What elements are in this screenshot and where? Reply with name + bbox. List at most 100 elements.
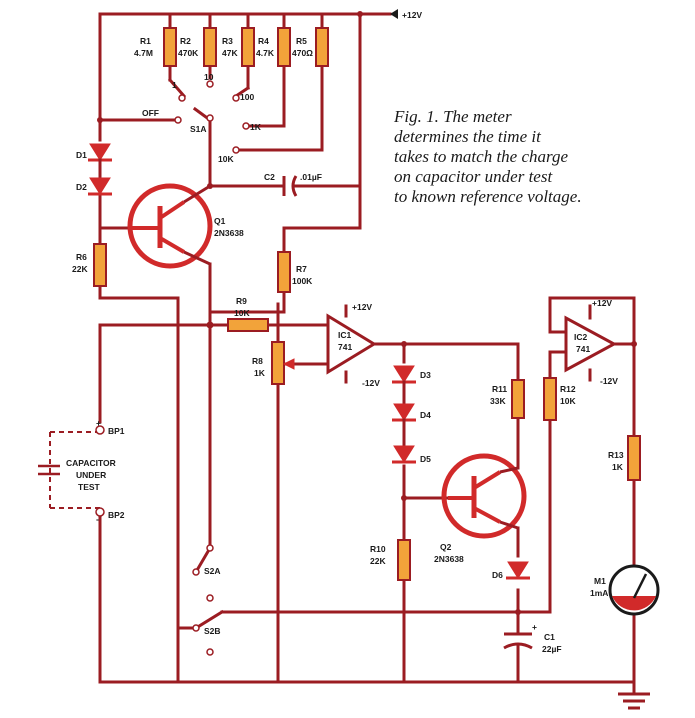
d4-ref: D4 xyxy=(420,410,431,420)
resistor-r9 xyxy=(227,318,269,332)
bp2-minus: - xyxy=(96,514,99,524)
caption-line1: Fig. 1. The meter xyxy=(393,107,512,126)
r8-wiper-arrow xyxy=(282,358,295,370)
r12-ref: R12 xyxy=(560,384,576,394)
r12-value: 10K xyxy=(560,396,576,406)
c1-value: 22µF xyxy=(542,644,562,654)
r13-ref: R13 xyxy=(608,450,624,460)
diode-d1 xyxy=(88,143,112,178)
q2-type: 2N3638 xyxy=(434,554,464,564)
s2b-label: S2B xyxy=(204,626,221,636)
resistor-r4 xyxy=(277,27,291,67)
s1a-pos10: 10 xyxy=(204,72,214,82)
ic1-minus-supply: -12V xyxy=(362,378,380,388)
q1-type: 2N3638 xyxy=(214,228,244,238)
caption-line5: to known reference voltage. xyxy=(394,187,582,206)
r7-ref: R7 xyxy=(296,264,307,274)
r10-ref: R10 xyxy=(370,544,386,554)
meter-m1 xyxy=(608,564,660,616)
r10-value: 22K xyxy=(370,556,386,566)
c2-value: .01µF xyxy=(300,172,322,182)
s2a-label: S2A xyxy=(204,566,221,576)
bp2-terminal xyxy=(95,507,105,517)
r8-ref: R8 xyxy=(252,356,263,366)
ic1-plus-supply: +12V xyxy=(352,302,372,312)
diode-d6 xyxy=(506,561,530,580)
ic2-type: 741 xyxy=(576,344,590,354)
r13-value: 1K xyxy=(612,462,624,472)
r9-ref: R9 xyxy=(236,296,247,306)
ic1-ref: IC1 xyxy=(338,330,352,340)
d5-ref: D5 xyxy=(420,454,431,464)
r1-ref: R1 xyxy=(140,36,151,46)
r9-value: 10K xyxy=(234,308,250,318)
bp2-ref: BP2 xyxy=(108,510,125,520)
resistor-r6 xyxy=(93,243,107,287)
caption-line2: determines the time it xyxy=(394,127,542,146)
bp1-terminal xyxy=(95,425,105,435)
r8-value: 1K xyxy=(254,368,266,378)
bp1-ref: BP1 xyxy=(108,426,125,436)
resistor-r2 xyxy=(203,27,217,67)
opamp-ic1 xyxy=(326,313,377,375)
r3-value: 47K xyxy=(222,48,238,58)
capacitor-c1 xyxy=(503,632,533,650)
bp1-plus: + xyxy=(96,418,101,428)
supply-arrow-icon xyxy=(390,9,398,19)
r11-ref: R11 xyxy=(492,384,507,394)
r3-ref: R3 xyxy=(222,36,233,46)
d1-ref: D1 xyxy=(76,150,87,160)
r4-value: 4.7K xyxy=(256,48,275,58)
r5-value: 470Ω xyxy=(292,48,313,58)
r7-value: 100K xyxy=(292,276,313,286)
r6-ref: R6 xyxy=(76,252,87,262)
transistor-q2 xyxy=(441,453,527,539)
s1a-off: OFF xyxy=(142,108,159,118)
cut-line3: TEST xyxy=(78,482,101,492)
r2-value: 470K xyxy=(178,48,199,58)
cut-line1: CAPACITOR xyxy=(66,458,116,468)
ic2-ref: IC2 xyxy=(574,332,588,342)
d3-ref: D3 xyxy=(420,370,431,380)
m1-ref: M1 xyxy=(594,576,606,586)
c1-ref: C1 xyxy=(544,632,555,642)
cut-dashed-box xyxy=(38,431,100,509)
resistor-r7 xyxy=(277,251,291,293)
resistor-r5 xyxy=(315,27,329,67)
resistor-r12 xyxy=(543,377,557,421)
cut-line2: UNDER xyxy=(76,470,106,480)
q1-ref: Q1 xyxy=(214,216,226,226)
s1a-pos1k: 1K xyxy=(250,122,262,132)
ic2-plus-supply: +12V xyxy=(592,298,612,308)
resistor-r10 xyxy=(397,539,411,581)
q2-ref: Q2 xyxy=(440,542,452,552)
resistor-r8 xyxy=(271,341,285,385)
d2-ref: D2 xyxy=(76,182,87,192)
figure-caption: Fig. 1. The meter determines the time it… xyxy=(393,107,582,206)
diode-d3 xyxy=(392,365,416,404)
s1a-pos100: 100 xyxy=(240,92,254,102)
r2-ref: R2 xyxy=(180,36,191,46)
supply-label: +12V xyxy=(402,10,422,20)
transistor-q1 xyxy=(127,183,213,269)
r1-value: 4.7M xyxy=(134,48,153,58)
s1a-pos10k: 10K xyxy=(218,154,234,164)
s1a-contacts xyxy=(174,80,250,154)
r5-ref: R5 xyxy=(296,36,307,46)
s2-contacts xyxy=(192,544,214,656)
opamp-ic2 xyxy=(564,315,618,373)
m1-value: 1mA xyxy=(590,588,608,598)
caption-line4: on capacitor under test xyxy=(394,167,553,186)
diode-d2 xyxy=(88,177,112,196)
resistor-r1 xyxy=(163,27,177,67)
r6-value: 22K xyxy=(72,264,88,274)
resistor-r3 xyxy=(241,27,255,67)
r4-ref: R4 xyxy=(258,36,269,46)
c1-plus: + xyxy=(532,622,537,632)
ic2-minus-supply: -12V xyxy=(600,376,618,386)
s1a-label: S1A xyxy=(190,124,207,134)
diode-d4 xyxy=(392,403,416,446)
c2-ref: C2 xyxy=(264,172,275,182)
ground-symbol xyxy=(618,692,650,710)
